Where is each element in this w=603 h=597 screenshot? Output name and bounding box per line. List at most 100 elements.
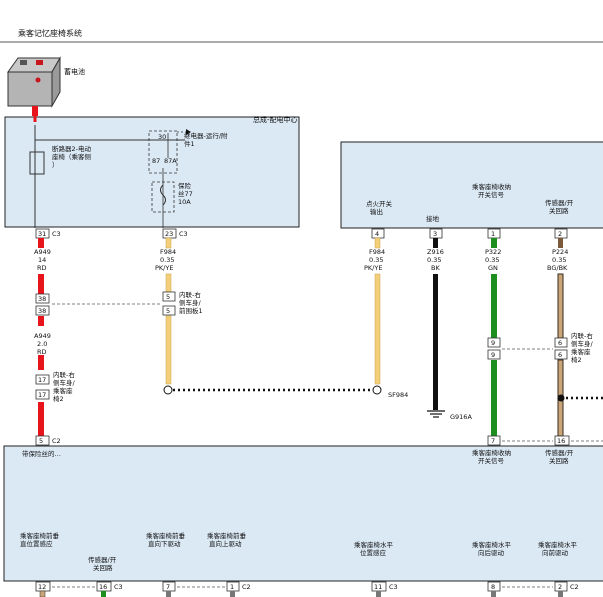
wire-a949b-code: A949 [34, 332, 51, 340]
svg-text:2: 2 [558, 230, 562, 238]
splice-label: SF984 [388, 391, 408, 399]
svg-text:6: 6 [558, 339, 562, 347]
svg-text:C2: C2 [242, 583, 251, 591]
svg-text:9: 9 [491, 339, 495, 347]
wire-f984-right-gauge: 0.35 [369, 256, 383, 264]
svg-text:C3: C3 [52, 230, 61, 238]
svg-text:5: 5 [39, 437, 43, 445]
breaker-label-3: ） [52, 161, 59, 169]
wire-p322 [491, 274, 497, 338]
svg-text:31: 31 [38, 230, 46, 238]
relay-label-2: 件1 [184, 139, 195, 148]
relay-arrow-icon [186, 129, 191, 135]
sensor-switch-label-2: 关回路 [93, 563, 113, 572]
relay-label-1: 继电器-运行/附 [184, 131, 228, 140]
bottom-pin-8: 8 [487, 581, 501, 592]
inline-connector-38: 38 38 [35, 293, 50, 316]
bottom-pin-2: 2 C2 [554, 581, 579, 592]
wire-a949-gauge: 14 [38, 256, 46, 264]
bottom-pin-11: 11 C3 [371, 581, 398, 592]
wire-p322-gauge: 0.35 [485, 256, 499, 264]
bottom-pin-16: 16 C3 [96, 581, 123, 592]
horiz-back-label-2: 向后驱动 [478, 548, 505, 557]
seat-module-top [340, 141, 603, 229]
horiz-fwd-label-2: 向前驱动 [542, 548, 569, 557]
seat-harness-right-2: 侧车身/ [571, 339, 594, 348]
bottom-sensor-label-1: 传感器/开 [545, 448, 574, 457]
wire-f984-left [165, 315, 172, 385]
horiz-back-label-1: 乘客座椅水平 [472, 540, 512, 549]
wire-a949-segment-2 [38, 274, 44, 294]
recline-signal-label-1: 乘客座椅收纳 [472, 182, 511, 191]
sensor-loop-label-2: 关回路 [549, 206, 569, 215]
svg-text:5: 5 [166, 307, 170, 315]
wire-f984-left-code: F984 [160, 248, 176, 256]
svg-text:12: 12 [38, 583, 46, 591]
wire-p224-code: P224 [552, 248, 568, 256]
ignition-label-2: 输出 [370, 207, 383, 216]
svg-text:38: 38 [38, 295, 46, 303]
svg-text:16: 16 [557, 437, 565, 445]
wire-a949b-color: RD [37, 348, 47, 356]
horiz-pos-label-1: 乘客座椅水平 [354, 540, 394, 549]
wire-p224-color: BG/BK [547, 264, 568, 272]
ignition-label-1: 点火开关 [366, 199, 393, 208]
fuse-label-1: 保险 [178, 181, 192, 190]
bottom-sensor-label-2: 关回路 [549, 456, 569, 465]
relay-pin-87a: 87A [164, 157, 177, 165]
ground-point-label: G916A [450, 413, 472, 421]
wire-z916-code: Z916 [427, 248, 444, 256]
svg-text:8: 8 [491, 583, 495, 591]
wire-f984-left-color: PK/YE [155, 264, 173, 272]
svg-text:7: 7 [491, 437, 495, 445]
pin-3: 3 [429, 228, 443, 239]
svg-text:16: 16 [99, 583, 107, 591]
front-bracket-label-1: 内联-右 [179, 290, 201, 299]
svg-text:3: 3 [433, 230, 437, 238]
seat-harness-right-4: 椅2 [571, 355, 582, 364]
fuse-label-2: 丝77 [178, 189, 193, 198]
svg-text:4: 4 [375, 230, 379, 238]
pin-4: 4 [371, 228, 385, 239]
front-down-label-2: 直向下驱动 [148, 539, 181, 548]
wire-f984-right-code: F984 [369, 248, 385, 256]
pin-7-bottom: 7 [487, 435, 501, 446]
front-bracket-label-3: 前围板1 [179, 306, 203, 315]
recline-signal-label-2: 开关信号 [478, 190, 505, 199]
relay-pin-87: 87 [152, 157, 160, 165]
breaker-label-1: 断路器2-电动 [52, 144, 91, 153]
svg-text:C3: C3 [179, 230, 188, 238]
fuse-label-3: 10A [178, 198, 191, 206]
ground-label: 接地 [426, 214, 440, 223]
battery-icon [7, 56, 61, 116]
wire-p322-code: P322 [485, 248, 501, 256]
seat-harness-right-3: 乘客座 [571, 347, 591, 356]
svg-text:17: 17 [38, 376, 46, 384]
battery-label: 蓄电池 [64, 67, 85, 76]
splice-node-right [372, 385, 382, 395]
wire-z916-gauge: 0.35 [427, 256, 441, 264]
front-pos-sensor-label-1: 乘客座椅前垂 [20, 531, 60, 540]
wire-a949-segment-3 [38, 402, 44, 438]
wire-p224 [557, 273, 564, 339]
fused-supply-label: 带保险丝的… [22, 449, 61, 458]
horiz-pos-label-2: 位置感应 [360, 548, 387, 557]
bottom-pin-7: 7 [162, 581, 176, 592]
front-up-label-1: 乘客座椅前垂 [207, 531, 247, 540]
svg-text:C2: C2 [52, 437, 61, 445]
inline-connector-9: 9 9 [487, 337, 501, 360]
wire-a949-code: A949 [34, 248, 51, 256]
bottom-pin-1: 1 C2 [226, 581, 251, 592]
svg-text:C2: C2 [570, 583, 579, 591]
wire-a949b-gauge: 2.0 [37, 340, 47, 348]
seat-harness-left-4: 椅2 [53, 394, 64, 403]
seat-harness-left-2: 侧车身/ [53, 378, 76, 387]
wire-f984-right-color: PK/YE [364, 264, 382, 272]
svg-text:1: 1 [491, 230, 495, 238]
front-pos-sensor-label-2: 直位置感应 [20, 539, 53, 548]
splice-node-left [163, 385, 173, 395]
bottom-recline-label-2: 开关信号 [478, 456, 505, 465]
inline-connector-5: 5 5 [162, 291, 176, 316]
wire-z916 [433, 274, 438, 410]
relay-pin-30: 30 [158, 133, 166, 141]
